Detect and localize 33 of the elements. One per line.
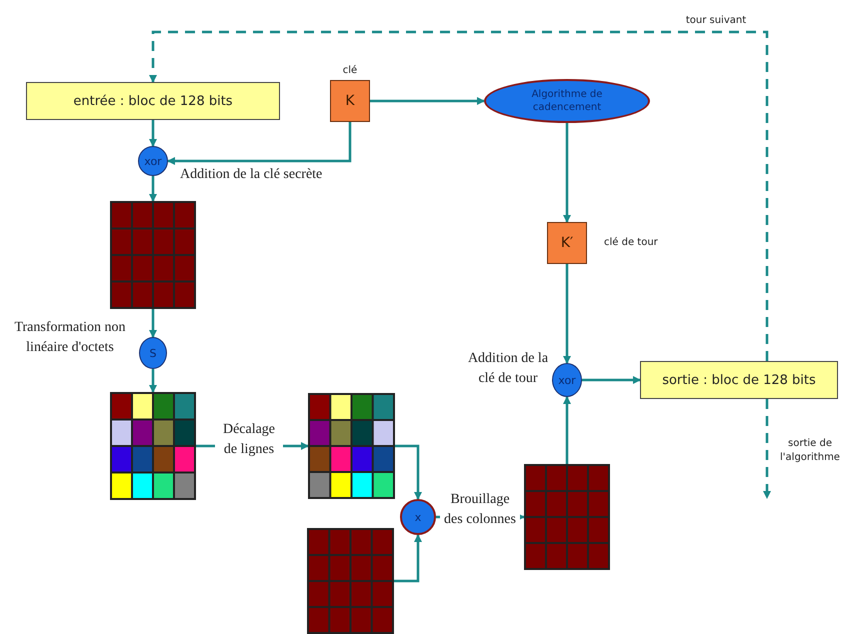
arrow bbox=[582, 376, 641, 384]
shifted-matrix-drawing bbox=[308, 393, 395, 499]
output-block-box: sortie : bloc de 128 bits bbox=[640, 361, 838, 399]
arrow bbox=[149, 369, 157, 393]
arrow bbox=[563, 396, 571, 464]
step-label: Addition de la clé de tour bbox=[466, 350, 550, 388]
key-label: clé bbox=[342, 64, 358, 78]
s-box-circle: S bbox=[139, 337, 167, 369]
round-key-label: clé de tour bbox=[604, 236, 659, 250]
arrow bbox=[149, 309, 157, 338]
dashed-arrow bbox=[149, 30, 768, 361]
key-schedule-ellipse: Algorithme de cadencement bbox=[484, 79, 650, 123]
arrow bbox=[395, 444, 422, 500]
step-label: Transformation non linéaire d'octets bbox=[13, 319, 127, 358]
dashed-arrow bbox=[763, 399, 771, 499]
constant-matrix-drawing bbox=[307, 528, 394, 634]
state-matrix-drawing bbox=[110, 201, 196, 309]
multiply-circle: x bbox=[400, 499, 436, 535]
arrow bbox=[149, 120, 157, 147]
state-matrix-drawing bbox=[524, 464, 610, 570]
arrow bbox=[149, 176, 157, 202]
xor-circle: xor bbox=[552, 363, 582, 397]
arrow bbox=[167, 122, 352, 165]
input-block-box: entrée : bloc de 128 bits bbox=[26, 82, 280, 120]
arrow bbox=[394, 534, 422, 582]
arrow bbox=[563, 123, 571, 223]
step-label: Addition de la clé secrète bbox=[180, 166, 324, 184]
round-key-box: K′ bbox=[547, 222, 587, 264]
arrow bbox=[370, 97, 485, 105]
arrow bbox=[563, 264, 571, 364]
xor-circle: xor bbox=[138, 146, 168, 176]
key-box: K bbox=[330, 80, 370, 122]
state-matrix-drawing bbox=[110, 392, 196, 500]
